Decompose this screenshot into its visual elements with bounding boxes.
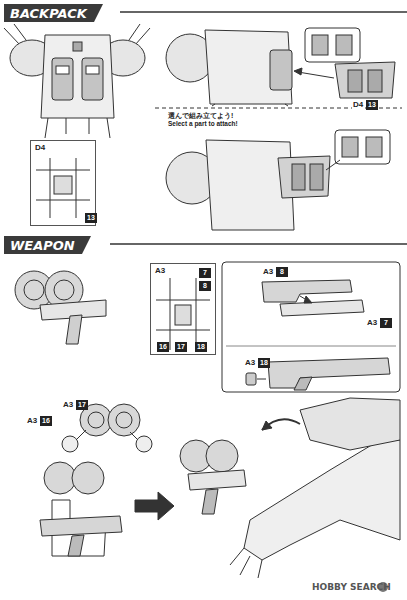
part-number: 18: [195, 342, 207, 352]
part-number: 7: [199, 268, 211, 278]
runner-code: A3: [262, 267, 274, 277]
runner-code: A3: [62, 400, 74, 410]
section-title: BACKPACK: [4, 5, 87, 23]
part-number: 8: [199, 281, 211, 291]
part-number: 13: [85, 213, 97, 223]
section-title: WEAPON: [4, 237, 75, 255]
part-number: 7: [380, 318, 392, 328]
runner-code: D4: [352, 100, 364, 110]
note-text: Select a part to attach!: [168, 120, 238, 128]
part-number: 13: [366, 100, 378, 110]
note-text: 選んで組み立てよう!: [168, 111, 233, 120]
section-header: WEAPON: [4, 236, 91, 254]
part-number: 16: [157, 342, 169, 352]
part-number: 17: [76, 400, 88, 410]
runner-code: A3: [244, 358, 256, 368]
runner-code: A3: [154, 266, 166, 276]
runner-box: D4 13: [30, 140, 96, 226]
runner-code: A3: [26, 416, 38, 426]
part-number: 17: [175, 342, 187, 352]
watermark: HOBBY SEARCH: [312, 582, 391, 593]
runner-code: D4: [34, 143, 46, 153]
runner-code: A3: [366, 318, 378, 328]
part-number: 8: [276, 267, 288, 277]
section-header: BACKPACK: [4, 4, 103, 22]
part-number: 16: [40, 416, 52, 426]
part-number: 18: [258, 358, 270, 368]
runner-box: A3 7 8 16 17 18: [150, 263, 216, 355]
